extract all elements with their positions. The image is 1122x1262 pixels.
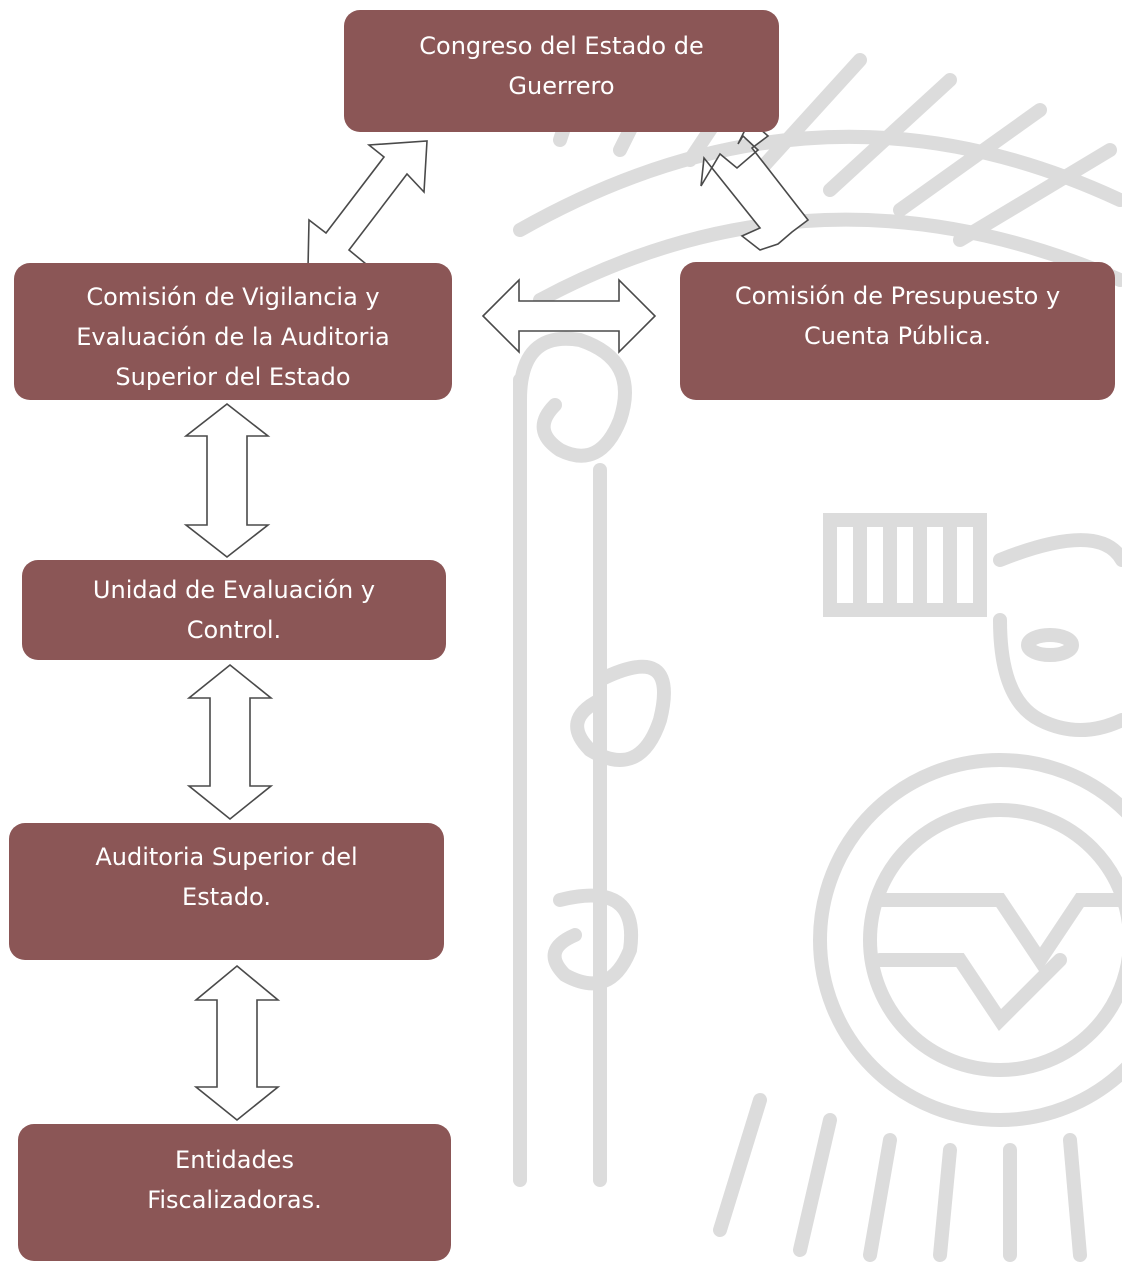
node-unidad-evaluacion: Unidad de Evaluación y Control. <box>22 560 446 660</box>
node-congreso: Congreso del Estado de Guerrero <box>344 10 779 132</box>
node-comision-presupuesto: Comisión de Presupuesto y Cuenta Pública… <box>680 262 1115 400</box>
node-auditoria-superior: Auditoria Superior del Estado. <box>9 823 444 960</box>
node-comision-vigilancia: Comisión de Vigilancia y Evaluación de l… <box>14 263 452 400</box>
node-entidades-fiscalizadoras: Entidades Fiscalizadoras. <box>18 1124 451 1261</box>
